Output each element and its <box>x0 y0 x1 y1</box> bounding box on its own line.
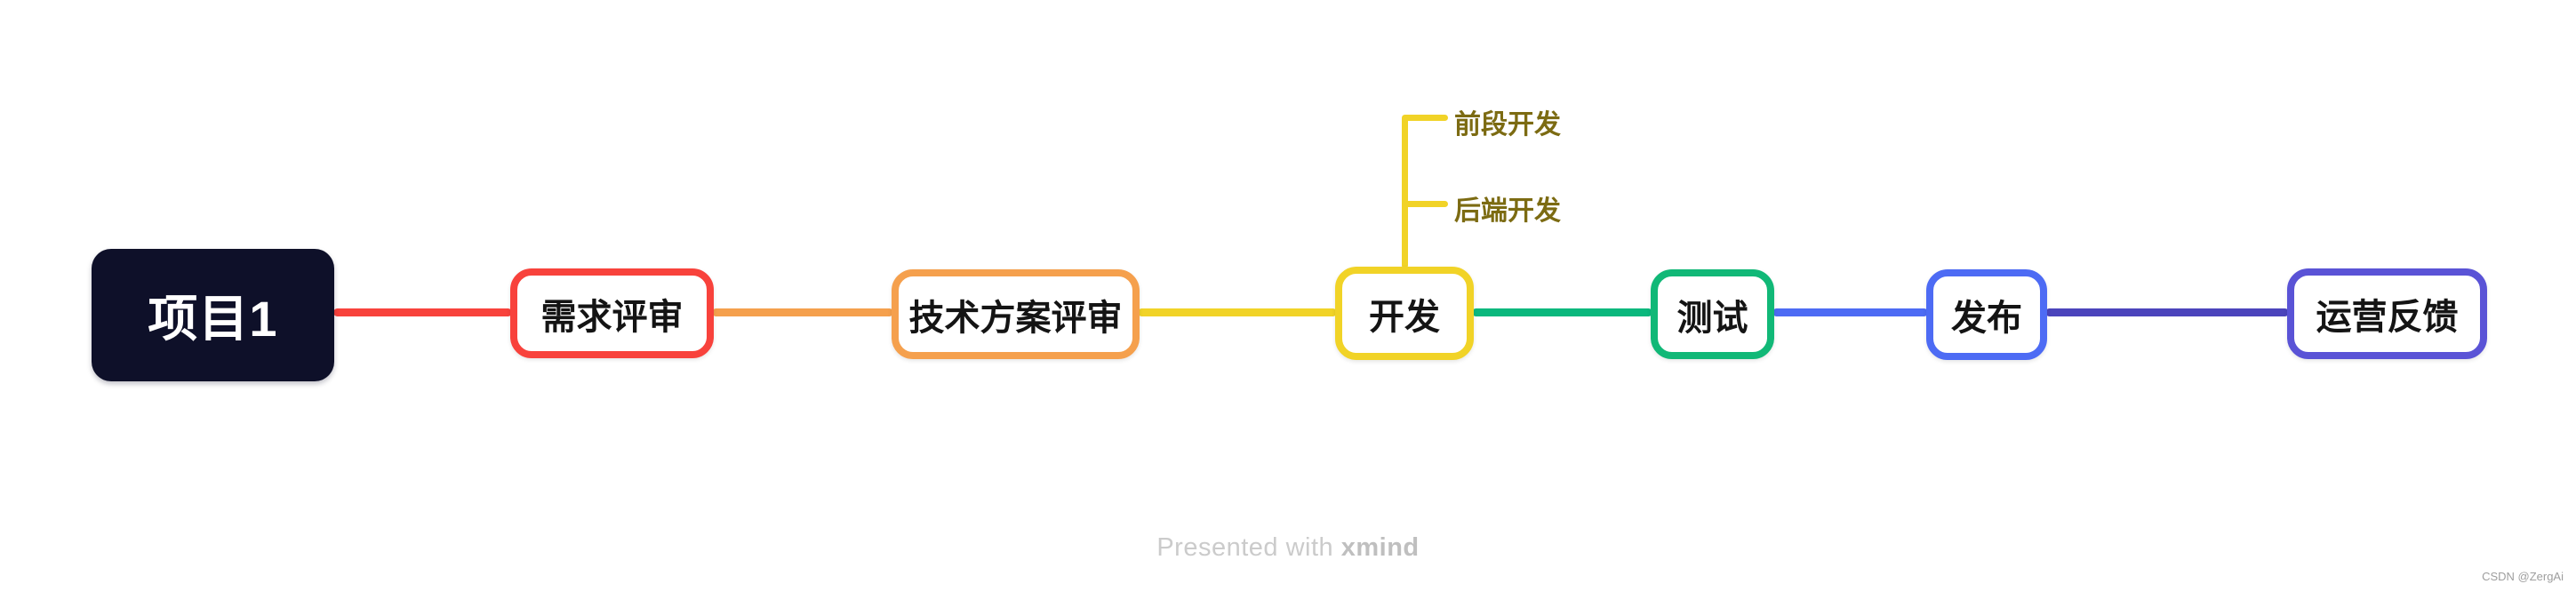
topic-requirements-review[interactable]: 需求评审 <box>510 268 714 358</box>
connector-techplan-to-development <box>1138 308 1337 316</box>
connector-testing-to-release <box>1772 308 1928 316</box>
subtopic-backend-dev[interactable]: 后端开发 <box>1454 196 1561 226</box>
presented-with-xmind-footer: Presented with xmind <box>0 533 2576 563</box>
topic-release[interactable]: 发布 <box>1926 269 2047 360</box>
topic-tech-plan-review[interactable]: 技术方案评审 <box>892 269 1140 359</box>
topic-ops-feedback[interactable]: 运营反馈 <box>2287 268 2487 359</box>
connector-development-to-testing <box>1472 308 1652 316</box>
topic-development[interactable]: 开发 <box>1335 267 1474 360</box>
presented-with-text: Presented with <box>1156 533 1334 562</box>
connector-root-to-requirements <box>333 308 512 316</box>
connector-requirements-to-techplan <box>712 308 893 316</box>
topic-testing[interactable]: 测试 <box>1651 269 1774 359</box>
branch-line-frontend-dev <box>1402 115 1448 121</box>
connector-release-to-opsfeedback <box>2045 308 2289 316</box>
branch-line-development-vertical <box>1402 116 1408 268</box>
xmind-brand-text: xmind <box>1340 533 1420 562</box>
csdn-watermark: CSDN @ZergAi <box>2482 570 2564 583</box>
topic-project1-root[interactable]: 项目1 <box>92 249 334 381</box>
subtopic-frontend-dev[interactable]: 前段开发 <box>1454 110 1561 140</box>
branch-line-backend-dev <box>1402 201 1448 207</box>
